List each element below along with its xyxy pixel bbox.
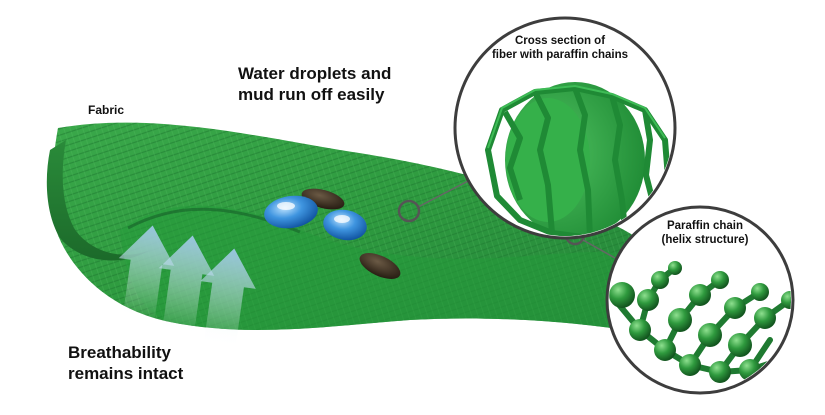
breath-caption-line-2: remains intact (68, 364, 184, 383)
water-caption-line-1: Water droplets and (238, 64, 392, 83)
breath-caption-line-1: Breathability (68, 343, 171, 362)
droplets-and-mud (264, 188, 401, 279)
water-droplets-caption: Water droplets and mud run off easily (238, 63, 391, 105)
mud-clump-icon (359, 253, 401, 279)
helix-caption-line-2: (helix structure) (661, 234, 749, 246)
upward-air-arrow-icon (158, 235, 215, 337)
cross-caption-line-2: fiber with paraffin chains (491, 49, 629, 61)
water-droplet-icon (264, 195, 318, 229)
breathability-arrows (118, 225, 256, 350)
helix-caption-line-1: Paraffin chain (666, 220, 744, 232)
callout-marker (397, 199, 421, 223)
water-droplet-icon (323, 209, 367, 241)
helix-callout (605, 205, 795, 395)
water-caption-line-2: mud run off easily (238, 85, 385, 104)
paraffin-chain-highlight (487, 84, 666, 149)
helix-caption: Paraffin chain (helix structure) (645, 219, 765, 247)
upward-air-arrow-icon (118, 225, 175, 322)
breathability-caption: Breathability remains intact (68, 342, 183, 384)
fabric-curled-edge (46, 140, 150, 261)
cross-section-caption: Cross section of fiber with paraffin cha… (480, 34, 640, 62)
helix-atoms (609, 261, 791, 383)
fabric-label: Fabric (88, 103, 125, 117)
cross-caption-line-1: Cross section of (514, 35, 606, 47)
cross-section-callout (453, 16, 677, 240)
upward-air-arrow-icon (200, 248, 256, 350)
